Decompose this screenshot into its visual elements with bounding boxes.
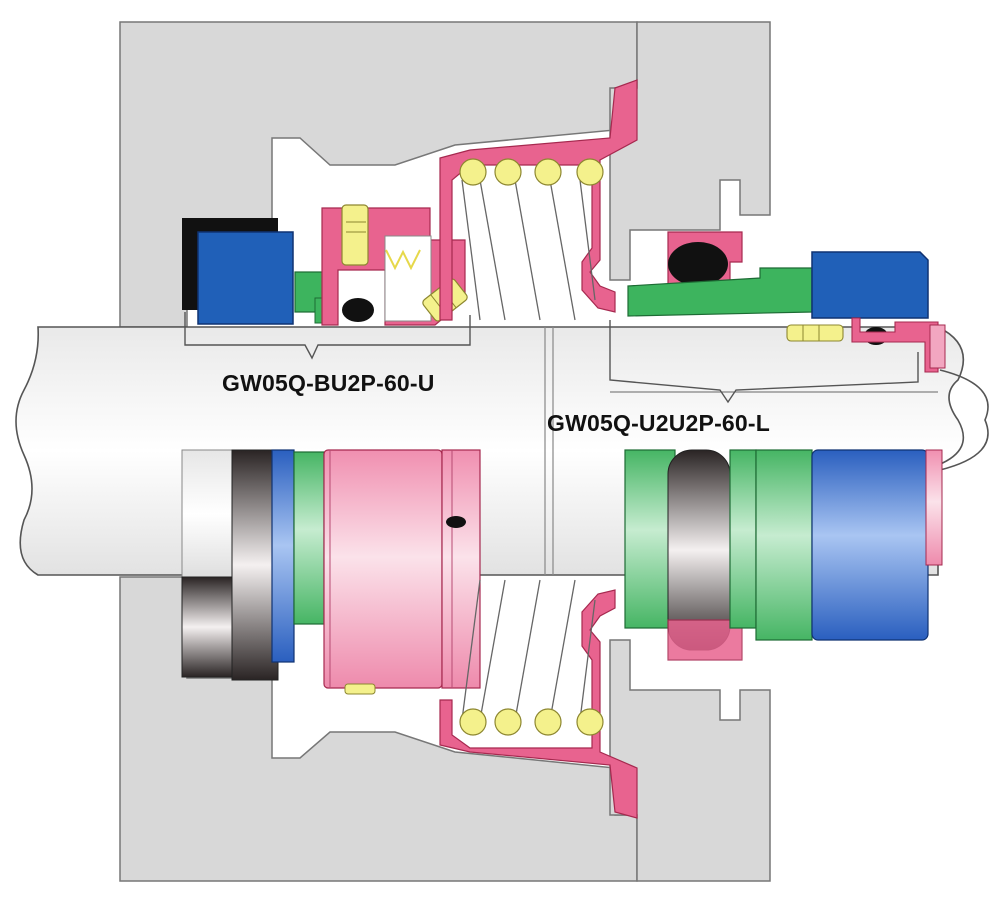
green-ring-lower-left bbox=[293, 451, 325, 625]
spring-coil-3 bbox=[534, 158, 562, 186]
label-lower-seal: GW05Q-U2U2P-60-L bbox=[547, 410, 771, 436]
green-ring-lower-right bbox=[624, 449, 676, 629]
spring-coil-4 bbox=[576, 158, 604, 186]
lower-section bbox=[181, 449, 943, 819]
spring-coil-1 bbox=[459, 158, 487, 186]
drive-pin-yellow bbox=[341, 204, 369, 266]
housing-right bbox=[609, 21, 771, 882]
bracket-upper-seal bbox=[184, 312, 471, 360]
stationary-seat-blue bbox=[197, 231, 294, 325]
seat-blue-lower bbox=[271, 449, 295, 663]
upper-section bbox=[182, 79, 946, 373]
spring-coil-2 bbox=[494, 158, 522, 186]
oring-large-upper bbox=[668, 242, 728, 286]
label-upper-seal: GW05Q-BU2P-60-U bbox=[222, 370, 435, 396]
bracket-lower-seal bbox=[609, 320, 919, 404]
spring-lower bbox=[461, 579, 596, 721]
face-holder-pink-lower bbox=[323, 449, 443, 689]
spring-upper bbox=[461, 179, 596, 321]
seat-blue-lower-right bbox=[811, 449, 929, 641]
oring-upper-small bbox=[342, 298, 374, 322]
